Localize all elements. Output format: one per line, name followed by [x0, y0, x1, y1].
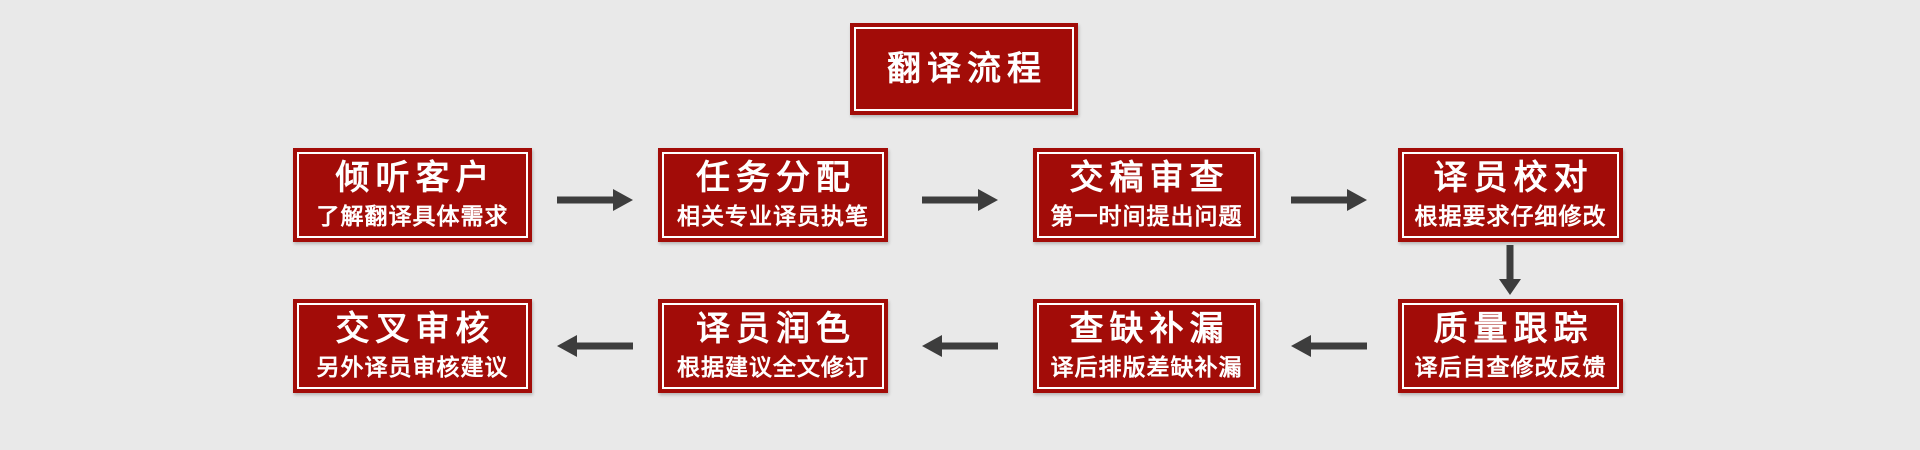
step-title: 译员润色 [696, 310, 856, 348]
step-gap-check: 查缺补漏 译后排版差缺补漏 [1033, 299, 1260, 393]
arrow-right-icon [920, 180, 1000, 220]
step-title: 倾听客户 [335, 159, 496, 197]
step-subtitle: 译后自查修改反馈 [1414, 354, 1607, 381]
step-subtitle: 相关专业译员执笔 [677, 203, 869, 230]
arrow-left-icon [555, 326, 635, 366]
step-subtitle: 另外译员审核建议 [316, 354, 509, 381]
arrow-down-icon [1490, 245, 1530, 295]
arrow-left-icon [1289, 326, 1369, 366]
arrow-right-icon [555, 180, 635, 220]
step-cross-review: 交叉审核 另外译员审核建议 [293, 299, 532, 393]
step-subtitle: 根据要求仔细修改 [1414, 203, 1607, 230]
step-translator-proofreading: 译员校对 根据要求仔细修改 [1398, 148, 1623, 242]
flowchart-title-box: 翻译流程 [850, 23, 1078, 115]
step-subtitle: 了解翻译具体需求 [316, 203, 509, 230]
arrow-right-icon [1289, 180, 1369, 220]
step-title: 质量跟踪 [1433, 310, 1594, 348]
step-translator-polishing: 译员润色 根据建议全文修订 [658, 299, 888, 393]
arrow-left-icon [920, 326, 1000, 366]
step-draft-review: 交稿审查 第一时间提出问题 [1033, 148, 1260, 242]
step-quality-tracking: 质量跟踪 译后自查修改反馈 [1398, 299, 1623, 393]
step-subtitle: 译后排版差缺补漏 [1050, 354, 1243, 381]
step-title: 交稿审查 [1069, 159, 1230, 197]
step-title: 查缺补漏 [1069, 310, 1230, 348]
step-title: 交叉审核 [335, 310, 496, 348]
step-subtitle: 第一时间提出问题 [1050, 203, 1243, 230]
step-subtitle: 根据建议全文修订 [677, 354, 869, 381]
step-title: 译员校对 [1433, 159, 1594, 197]
step-task-assignment: 任务分配 相关专业译员执笔 [658, 148, 888, 242]
step-listen-customers: 倾听客户 了解翻译具体需求 [293, 148, 532, 242]
flowchart-title: 翻译流程 [887, 49, 1047, 88]
step-title: 任务分配 [696, 159, 856, 197]
